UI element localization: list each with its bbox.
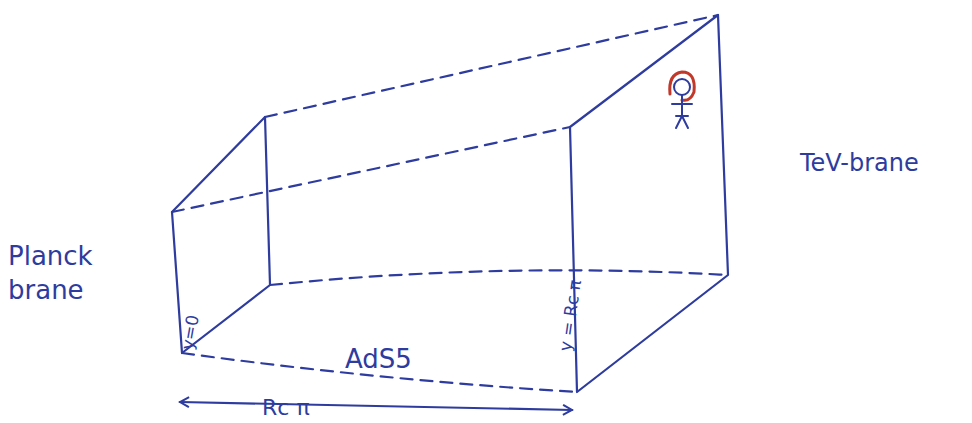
position-label: y = Rc π xyxy=(556,279,585,353)
tev-brane-face xyxy=(570,15,728,392)
brane-name: TeV-brane xyxy=(800,150,919,176)
length-label: Rc π xyxy=(262,396,310,420)
position-label: y=0 xyxy=(178,313,203,351)
brane-name: Planck brane xyxy=(8,240,118,308)
bulk-edges xyxy=(172,15,728,392)
observer-figure xyxy=(670,72,695,128)
bulk-name: AdS5 xyxy=(345,345,412,374)
dimension-arrow xyxy=(180,402,572,410)
planck-brane-face xyxy=(172,117,270,353)
